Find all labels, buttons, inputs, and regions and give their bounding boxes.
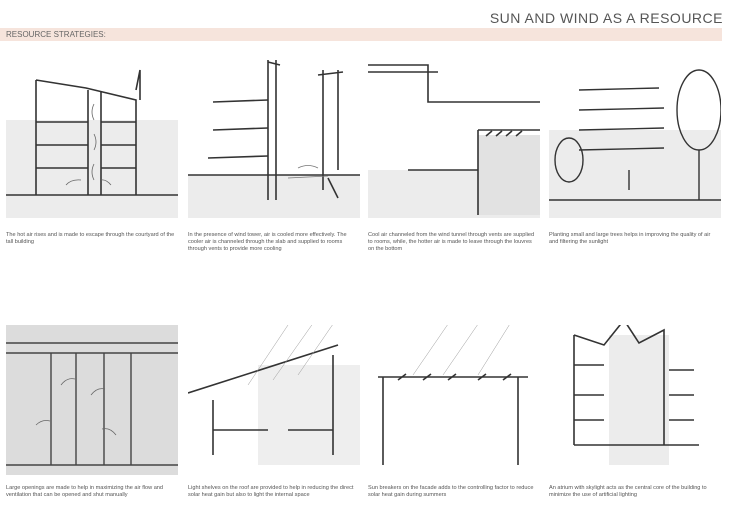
caption-light-shelves: Light shelves on the roof are provided t…	[188, 485, 354, 499]
page-title: SUN AND WIND AS A RESOURCE	[489, 10, 723, 26]
section-label: RESOURCE STRATEGIES:	[6, 30, 106, 39]
sketch-courtyard-stack	[6, 50, 178, 218]
sketch-light-shelves	[188, 325, 360, 485]
sketch-wind-tunnel	[368, 50, 540, 218]
caption-wind-tunnel: Cool air channeled from the wind tunnel …	[368, 232, 535, 253]
section-band: RESOURCE STRATEGIES:	[0, 28, 722, 41]
caption-courtyard-stack: The hot air rises and is made to escape …	[6, 232, 175, 246]
caption-wind-tower: In the presence of wind tower, air is co…	[188, 232, 347, 253]
caption-sun-breakers: Sun breakers on the facade adds to the c…	[368, 485, 534, 499]
sketch-large-openings	[6, 325, 178, 485]
caption-atrium: An atrium with skylight acts as the cent…	[549, 485, 707, 499]
caption-trees: Planting small and large trees helps in …	[549, 232, 711, 246]
sketch-atrium	[549, 325, 721, 485]
sketch-sun-breakers	[368, 325, 540, 485]
sketch-trees	[549, 50, 721, 218]
caption-large-openings: Large openings are made to help in maxim…	[6, 485, 164, 499]
sketch-wind-tower	[188, 50, 360, 218]
